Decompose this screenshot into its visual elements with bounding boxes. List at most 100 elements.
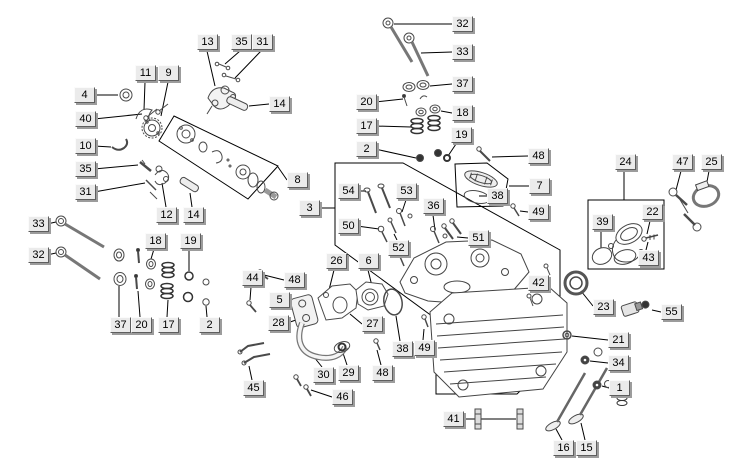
callout-35[interactable]: 35 [75,161,96,177]
leader-line [93,182,146,193]
callout-18[interactable]: 18 [452,105,473,121]
callout-54[interactable]: 54 [338,183,359,199]
parts-artwork [55,17,721,432]
callout-31[interactable]: 31 [252,34,273,50]
valve-lock-parts-right [562,330,602,390]
callout-32[interactable]: 32 [452,16,473,32]
callout-6[interactable]: 6 [358,253,379,269]
valve-parts-left-column [113,248,210,306]
leader-line [651,309,662,313]
callout-50[interactable]: 50 [338,218,359,234]
callout-7[interactable]: 7 [529,178,550,194]
callout-38[interactable]: 38 [392,341,413,357]
callout-37[interactable]: 37 [110,317,131,333]
callout-33[interactable]: 33 [452,44,473,60]
leader-line [420,51,453,54]
dowel-pin-top [226,96,249,111]
exhaust-cluster [237,269,429,397]
callout-48[interactable]: 48 [528,148,549,164]
callout-43[interactable]: 43 [638,250,659,266]
callout-34[interactable]: 34 [608,355,629,371]
callout-18[interactable]: 18 [145,233,166,249]
callout-26[interactable]: 26 [326,253,347,269]
callout-37[interactable]: 37 [452,76,473,92]
leader-line [589,360,609,364]
callout-25[interactable]: 25 [701,154,722,170]
cam-end-cap [119,88,133,102]
leader-line [93,113,143,120]
callout-9[interactable]: 9 [158,65,179,81]
callout-15[interactable]: 15 [576,440,597,456]
callout-13[interactable]: 13 [197,34,218,50]
leader-line [555,428,563,441]
callout-45[interactable]: 45 [243,380,264,396]
manifold-frame [587,199,665,270]
callout-31[interactable]: 31 [75,184,96,200]
callout-49[interactable]: 49 [414,340,435,356]
callout-27[interactable]: 27 [362,316,383,332]
callout-48[interactable]: 48 [284,272,305,288]
callout-11[interactable]: 11 [135,65,156,81]
intake-manifold-parts [591,223,659,265]
leader-line [580,422,586,441]
leader-line [374,98,404,103]
callout-19[interactable]: 19 [180,233,201,249]
callout-10[interactable]: 10 [75,138,96,154]
callout-35[interactable]: 35 [231,34,252,50]
callout-38[interactable]: 38 [487,188,508,204]
dowel-pin-mid [179,176,199,193]
clamp-and-bolts-right [668,180,721,232]
callout-24[interactable]: 24 [615,154,636,170]
leader-line [249,286,252,301]
callout-33[interactable]: 33 [28,216,49,232]
callout-23[interactable]: 23 [593,299,614,315]
head-bolt-32-top [382,17,414,63]
callout-49[interactable]: 49 [528,204,549,220]
callout-51[interactable]: 51 [468,230,489,246]
callout-17[interactable]: 17 [356,118,377,134]
callout-12[interactable]: 12 [156,207,177,223]
head-bolt-33 [55,215,105,249]
callout-2[interactable]: 2 [199,317,220,333]
callout-32[interactable]: 32 [28,247,49,263]
callout-39[interactable]: 39 [592,214,613,230]
callout-48[interactable]: 48 [372,365,393,381]
callout-21[interactable]: 21 [608,332,629,348]
callout-42[interactable]: 42 [528,275,549,291]
callout-1[interactable]: 1 [609,380,630,396]
callout-16[interactable]: 16 [553,440,574,456]
callout-40[interactable]: 40 [75,111,96,127]
head-side-screws [526,263,551,307]
leader-line [342,352,348,366]
callout-14[interactable]: 14 [269,96,290,112]
callout-17[interactable]: 17 [158,317,179,333]
callout-20[interactable]: 20 [356,94,377,110]
leader-line [93,164,139,170]
leader-line [137,290,141,318]
callout-30[interactable]: 30 [313,367,334,383]
callout-46[interactable]: 46 [332,389,353,405]
callout-28[interactable]: 28 [268,315,289,331]
callout-29[interactable]: 29 [338,365,359,381]
callout-14[interactable]: 14 [183,207,204,223]
callout-36[interactable]: 36 [423,198,444,214]
callout-52[interactable]: 52 [388,240,409,256]
callout-3[interactable]: 3 [299,200,320,216]
callout-55[interactable]: 55 [661,304,682,320]
callout-22[interactable]: 22 [642,204,663,220]
leader-line [93,145,112,148]
callout-19[interactable]: 19 [451,127,472,143]
valve-small-parts-top [402,94,451,162]
callout-8[interactable]: 8 [287,172,308,188]
callout-4[interactable]: 4 [74,87,95,103]
callout-41[interactable]: 41 [443,411,464,427]
callout-5[interactable]: 5 [269,292,290,308]
callout-20[interactable]: 20 [131,317,152,333]
callout-53[interactable]: 53 [396,183,417,199]
callout-44[interactable]: 44 [242,270,263,286]
callout-2[interactable]: 2 [356,141,377,157]
leader-line [401,199,407,213]
leader-line [234,50,262,79]
callout-47[interactable]: 47 [672,154,693,170]
